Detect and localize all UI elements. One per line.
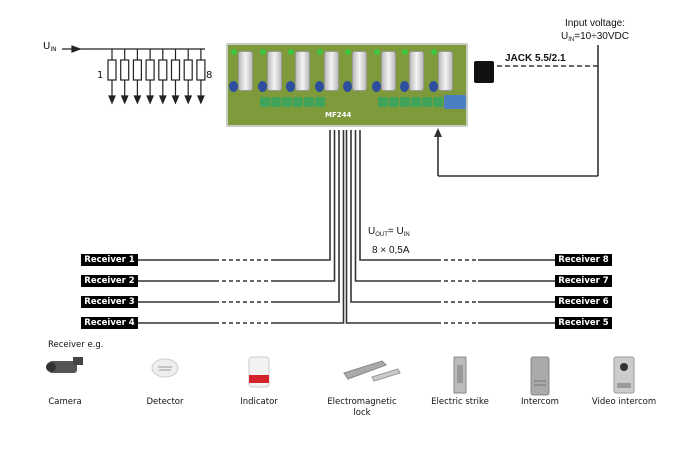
led-indicator bbox=[316, 49, 323, 55]
output-wiring bbox=[138, 130, 555, 324]
terminal-block bbox=[378, 97, 388, 107]
receiver-label: Receiver 3 bbox=[81, 296, 138, 308]
capacitor bbox=[257, 81, 267, 92]
fuse-schematic bbox=[62, 45, 206, 105]
device-label: Indicator bbox=[240, 397, 278, 407]
fuse bbox=[409, 51, 424, 91]
distribution-board-mf244: MF244 bbox=[226, 43, 494, 127]
video-intercom-icon bbox=[604, 355, 644, 399]
terminal-block bbox=[293, 97, 303, 107]
receiver-label: Receiver 4 bbox=[81, 317, 138, 329]
jack-label: JACK 5.5/2.1 bbox=[505, 53, 566, 64]
led-indicator bbox=[231, 49, 237, 55]
output-wire-left bbox=[275, 130, 331, 261]
capacitor bbox=[428, 81, 438, 92]
board-model-label: MF244 bbox=[325, 111, 352, 119]
power-terminal-block bbox=[444, 95, 466, 109]
capacitor bbox=[371, 81, 381, 92]
capacitor bbox=[343, 81, 352, 92]
uout-equation: UOUT= UIN bbox=[368, 226, 410, 238]
output-wire-right bbox=[345, 130, 437, 324]
input-voltage-label: Input voltage: UIN=10÷30VDC bbox=[540, 17, 650, 47]
terminal-block bbox=[400, 97, 410, 107]
terminal-block bbox=[260, 97, 270, 107]
receiver-label: Receiver 5 bbox=[555, 317, 612, 329]
device-label: Video intercom bbox=[591, 397, 657, 407]
led-indicator bbox=[259, 49, 266, 55]
terminal-block bbox=[411, 97, 421, 107]
intercom-icon bbox=[520, 355, 560, 401]
uin-label: UIN bbox=[43, 41, 57, 53]
fuse bbox=[323, 51, 339, 91]
receiver-label: Receiver 7 bbox=[555, 275, 612, 287]
capacitor bbox=[400, 81, 409, 92]
fuse bbox=[266, 51, 282, 91]
device-label: Electromagnetic lock bbox=[327, 397, 397, 418]
device-label: Detector bbox=[146, 397, 184, 407]
fuse-symbol bbox=[183, 49, 193, 105]
terminal-block bbox=[422, 97, 432, 107]
terminal-block bbox=[304, 97, 314, 107]
fuse-symbol bbox=[145, 49, 155, 105]
fuse bbox=[295, 51, 310, 91]
input-voltage-title: Input voltage: bbox=[564, 18, 626, 29]
receiver-label: Receiver 8 bbox=[555, 254, 612, 266]
fuse bbox=[238, 51, 253, 91]
capacitor bbox=[229, 81, 238, 92]
led-indicator bbox=[345, 49, 351, 55]
fuse-symbol bbox=[170, 49, 181, 105]
fuse-first-index: 1 bbox=[97, 70, 104, 81]
output-rating: 8 × 0,5A bbox=[372, 245, 410, 256]
terminal-block bbox=[389, 97, 399, 107]
capacitor bbox=[286, 81, 295, 92]
fuse-symbol bbox=[107, 49, 117, 105]
output-wire-right bbox=[354, 130, 437, 282]
smoke-detector-icon bbox=[145, 355, 185, 383]
led-indicator bbox=[402, 49, 408, 55]
device-label: Camera bbox=[48, 397, 82, 407]
capacitor bbox=[314, 81, 324, 92]
output-voltage-label: UOUT= UIN 8 × 0,5A bbox=[368, 224, 410, 258]
receiver-label: Receiver 1 bbox=[81, 254, 138, 266]
output-wire-right bbox=[350, 130, 437, 303]
dc-jack-socket bbox=[474, 61, 494, 83]
fuse-symbol bbox=[132, 49, 142, 105]
output-wire-left bbox=[275, 130, 340, 303]
fuse bbox=[380, 51, 396, 91]
terminal-block bbox=[433, 97, 443, 107]
electromagnetic-lock-icon bbox=[342, 355, 401, 387]
terminal-block bbox=[315, 97, 325, 107]
led-indicator bbox=[288, 49, 294, 55]
output-wire-left bbox=[275, 130, 345, 324]
input-arrow bbox=[71, 45, 82, 53]
fuse-symbol bbox=[196, 49, 206, 105]
examples-title: Receiver e.g. bbox=[48, 340, 104, 350]
siren-indicator-icon bbox=[239, 355, 279, 393]
input-voltage-value: UIN=10÷30VDC bbox=[561, 31, 629, 43]
terminal-block bbox=[282, 97, 292, 107]
receiver-label: Receiver 2 bbox=[81, 275, 138, 287]
led-indicator bbox=[430, 49, 437, 55]
led-indicator bbox=[373, 49, 380, 55]
receiver-label: Receiver 6 bbox=[555, 296, 612, 308]
camera-icon bbox=[45, 355, 85, 385]
fuse bbox=[437, 51, 453, 91]
fuse-last-index: 8 bbox=[206, 70, 213, 81]
output-wire-right bbox=[359, 130, 437, 261]
fuse-symbol bbox=[120, 49, 130, 105]
fuse-symbol bbox=[158, 49, 168, 105]
output-wire-left bbox=[275, 130, 336, 282]
electric-strike-icon bbox=[440, 355, 480, 399]
device-label: Electric strike bbox=[431, 397, 489, 407]
terminal-block bbox=[271, 97, 281, 107]
device-label: Intercom bbox=[521, 397, 559, 407]
fuse bbox=[352, 51, 367, 91]
power-terminal-arrow bbox=[434, 128, 442, 137]
